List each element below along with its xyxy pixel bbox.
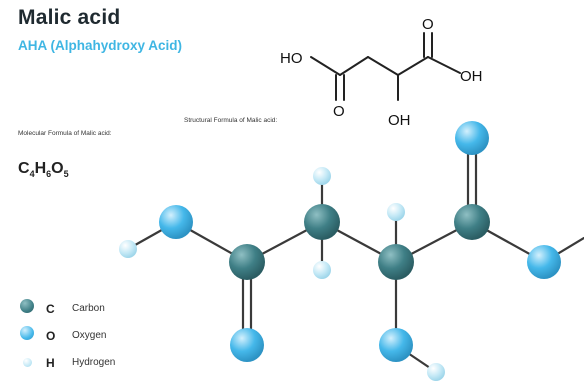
- hydrogen-atom: [313, 167, 331, 185]
- molecular-formula-label: Molecular Formula of Malic acid:: [18, 130, 112, 137]
- formula-element: C: [18, 160, 30, 177]
- bond-line: [427, 56, 461, 74]
- hydrogen-atom: [427, 363, 445, 381]
- atom-legend: C Carbon O Oxygen H Hydrogen: [18, 295, 115, 376]
- oxygen-atom: [230, 328, 264, 362]
- bond-line: [339, 56, 369, 76]
- formula-element: H: [34, 160, 47, 177]
- carbon-atom: [304, 204, 340, 240]
- legend-name: Hydrogen: [72, 357, 116, 368]
- molecular-formula: C4H6O5: [18, 160, 69, 179]
- oxygen-atom: [527, 245, 561, 279]
- oxygen-atom: [379, 328, 413, 362]
- bond-line: [367, 56, 399, 76]
- formula-subscript: 5: [63, 169, 69, 180]
- formula-element: O: [51, 160, 64, 177]
- oxygen-atom: [455, 121, 489, 155]
- legend-item-oxygen: O Oxygen: [18, 322, 115, 349]
- carbon-atom: [454, 204, 490, 240]
- oxygen-dot-icon: [20, 326, 34, 340]
- carbon-atom: [378, 244, 414, 280]
- bond-line: [397, 56, 429, 76]
- legend-item-hydrogen: H Hydrogen: [18, 349, 115, 376]
- page-subtitle: AHA (Alphahydroxy Acid): [18, 38, 183, 53]
- legend-name: Carbon: [72, 303, 105, 314]
- legend-name: Oxygen: [72, 330, 107, 341]
- oxygen-atom: [159, 205, 193, 239]
- oh-bottom-label: OH: [388, 112, 411, 129]
- formula-subscript: 6: [46, 169, 52, 180]
- hydrogen-atom: [387, 203, 405, 221]
- structural-formula-label: Structural Formula of Malic acid:: [184, 117, 278, 124]
- ho-label: HO: [280, 50, 303, 67]
- model-atoms: [119, 121, 561, 381]
- bond-line: [310, 56, 341, 76]
- o-top-label: O: [422, 16, 434, 33]
- legend-symbol: C: [46, 301, 55, 316]
- carbon-atom: [229, 244, 265, 280]
- hydrogen-dot-icon: [22, 357, 32, 367]
- carbon-dot-icon: [20, 299, 34, 313]
- model-bonds: [126, 136, 584, 374]
- formula-subscript: 4: [29, 169, 35, 180]
- legend-symbol: H: [46, 355, 55, 370]
- oh-right-label: OH: [460, 68, 483, 85]
- legend-item-carbon: C Carbon: [18, 295, 115, 322]
- legend-symbol: O: [46, 328, 56, 343]
- page-title: Malic acid: [18, 6, 121, 29]
- o-bottom-label: O: [333, 103, 345, 120]
- hydrogen-atom: [119, 240, 137, 258]
- hydrogen-atom: [313, 261, 331, 279]
